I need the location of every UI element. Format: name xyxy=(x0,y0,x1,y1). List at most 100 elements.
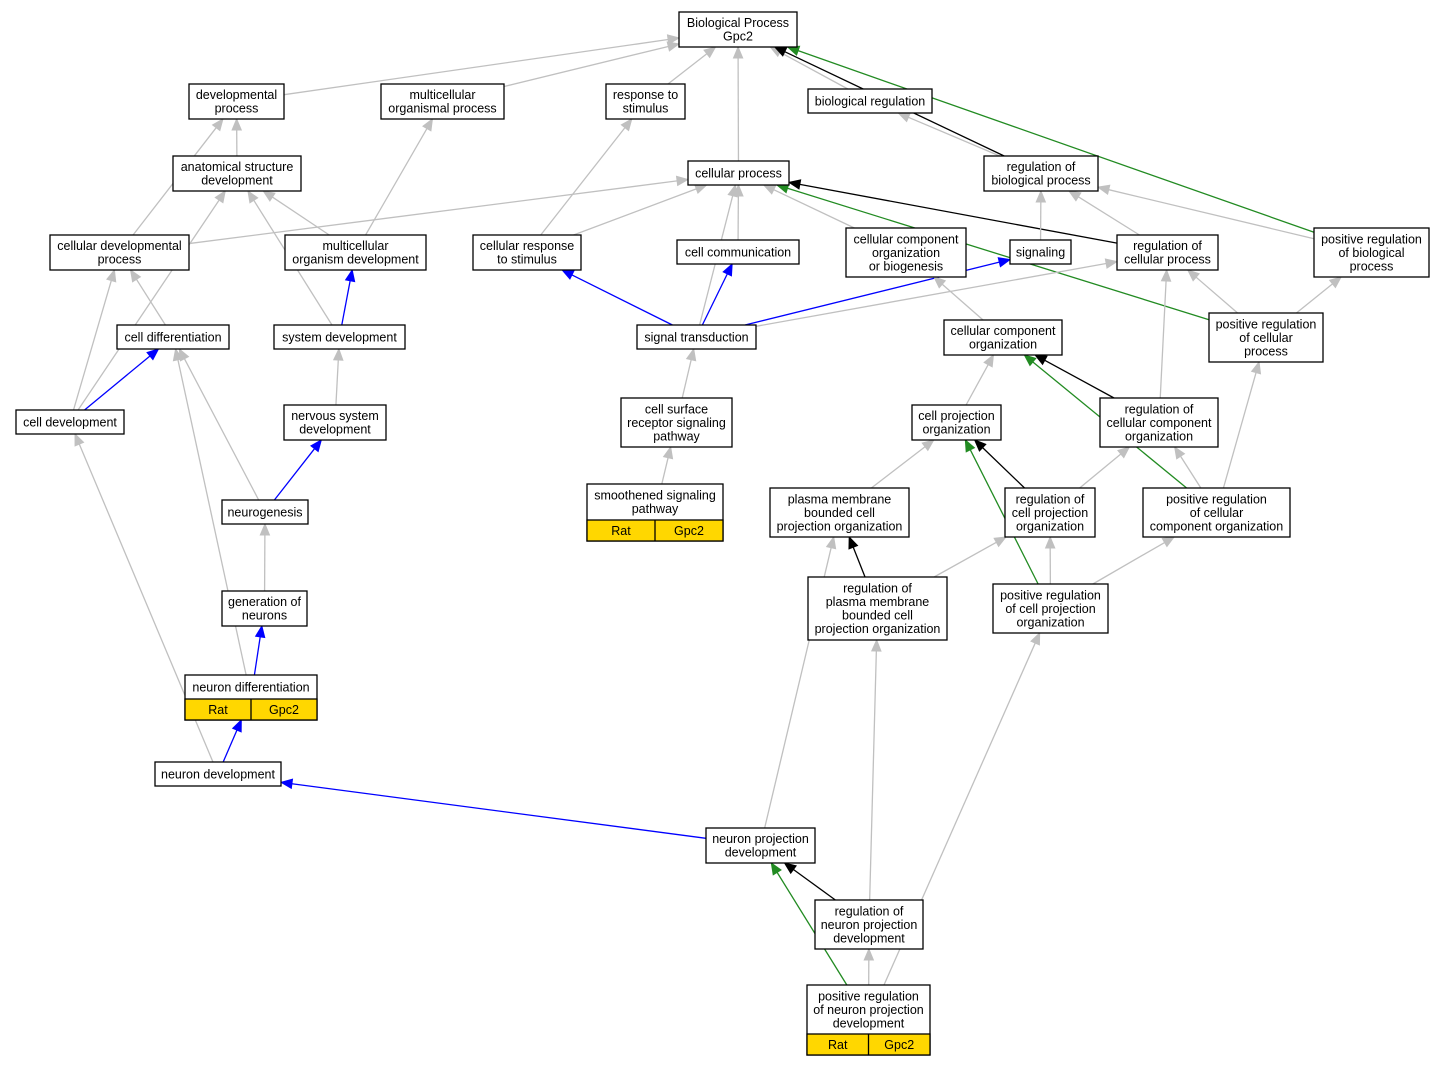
edge-is-a xyxy=(540,127,626,236)
edge-is-a xyxy=(335,359,339,406)
edge-regulates xyxy=(982,447,1025,489)
edge-arrowhead xyxy=(666,41,681,52)
edge-arrowhead xyxy=(732,45,744,59)
go-term-box xyxy=(605,83,686,120)
edge-arrowhead xyxy=(932,276,947,289)
go-term-label-line: signaling xyxy=(1016,245,1065,259)
edge-is-a xyxy=(77,199,220,411)
go-term-node[interactable]: cell communication xyxy=(676,239,800,265)
go-term-node[interactable]: biological regulation xyxy=(807,88,933,114)
go-term-node[interactable]: system development xyxy=(273,324,406,350)
go-term-node[interactable]: cellular process xyxy=(687,160,790,186)
go-term-label-line: organization xyxy=(1016,615,1084,629)
edge-is-a xyxy=(503,45,669,88)
edge-arrowhead xyxy=(666,34,681,45)
go-term-node[interactable]: cell differentiation xyxy=(116,324,230,350)
go-term-label-line: cellular process xyxy=(1124,253,1211,267)
go-term-label-line: neurons xyxy=(242,609,287,623)
go-term-node[interactable]: signaling xyxy=(1009,239,1072,265)
go-term-label-line: of cellular xyxy=(1190,506,1244,520)
go-term-box xyxy=(845,227,967,278)
go-term-label-line: organization xyxy=(922,423,990,437)
edge-arrowhead xyxy=(897,112,911,123)
go-term-label-line: nervous system xyxy=(291,409,379,423)
edge-arrowhead xyxy=(560,269,575,280)
edge-arrowhead xyxy=(685,347,697,362)
go-term-box xyxy=(943,319,1063,356)
go-term-box xyxy=(1142,487,1291,538)
edge-arrowhead xyxy=(662,445,674,460)
go-term-label-line: organization xyxy=(1016,519,1084,533)
go-term-node[interactable]: neuron development xyxy=(154,761,282,787)
edge-arrowhead xyxy=(1030,631,1041,646)
go-term-label-line: cellular component xyxy=(854,232,959,246)
edge-regulates xyxy=(793,868,836,901)
edge-positively-regulates xyxy=(797,50,1315,233)
edge-arrowhead xyxy=(787,179,802,190)
edge-arrowhead xyxy=(1023,354,1037,367)
go-term-box xyxy=(221,499,309,525)
edge-is-a xyxy=(779,51,849,90)
go-term-label-line: positive regulation xyxy=(818,989,919,1003)
go-term-label-line: organization xyxy=(872,246,940,260)
go-term-label-line: cellular process xyxy=(695,166,782,180)
go-term-label-line: biological regulation xyxy=(815,94,926,108)
edge-part-of xyxy=(291,783,707,839)
go-term-node[interactable]: cell development xyxy=(15,409,125,435)
edge-arrowhead xyxy=(1250,360,1262,375)
go-term-label-line: Biological Process xyxy=(687,16,789,30)
go-term-box xyxy=(221,590,308,627)
go-term-node[interactable]: neurogenesis xyxy=(221,499,309,525)
edge-arrowhead xyxy=(146,348,160,361)
annotation-species: Rat xyxy=(611,524,631,538)
edge-arrowhead xyxy=(1035,189,1047,203)
edge-arrowhead xyxy=(620,117,633,132)
go-term-node[interactable]: signal transduction xyxy=(636,324,757,350)
edge-is-a xyxy=(1079,453,1122,489)
go-term-label-line: plasma membrane xyxy=(788,492,892,506)
edge-arrowhead xyxy=(973,439,987,452)
annotation-gene: Gpc2 xyxy=(674,524,704,538)
go-term-label-line: cell differentiation xyxy=(124,330,221,344)
edge-arrowhead xyxy=(693,184,708,195)
go-term-label-line: system development xyxy=(282,330,397,344)
go-term-box xyxy=(1313,227,1430,278)
go-term-label-line: neuron differentiation xyxy=(192,680,309,694)
edge-is-a xyxy=(188,180,678,245)
go-term-label-line: positive regulation xyxy=(1000,588,1101,602)
go-term-label-line: cell development xyxy=(23,415,117,429)
go-term-box xyxy=(1004,487,1096,538)
edge-regulates xyxy=(799,183,1118,244)
edge-part-of xyxy=(341,280,351,326)
